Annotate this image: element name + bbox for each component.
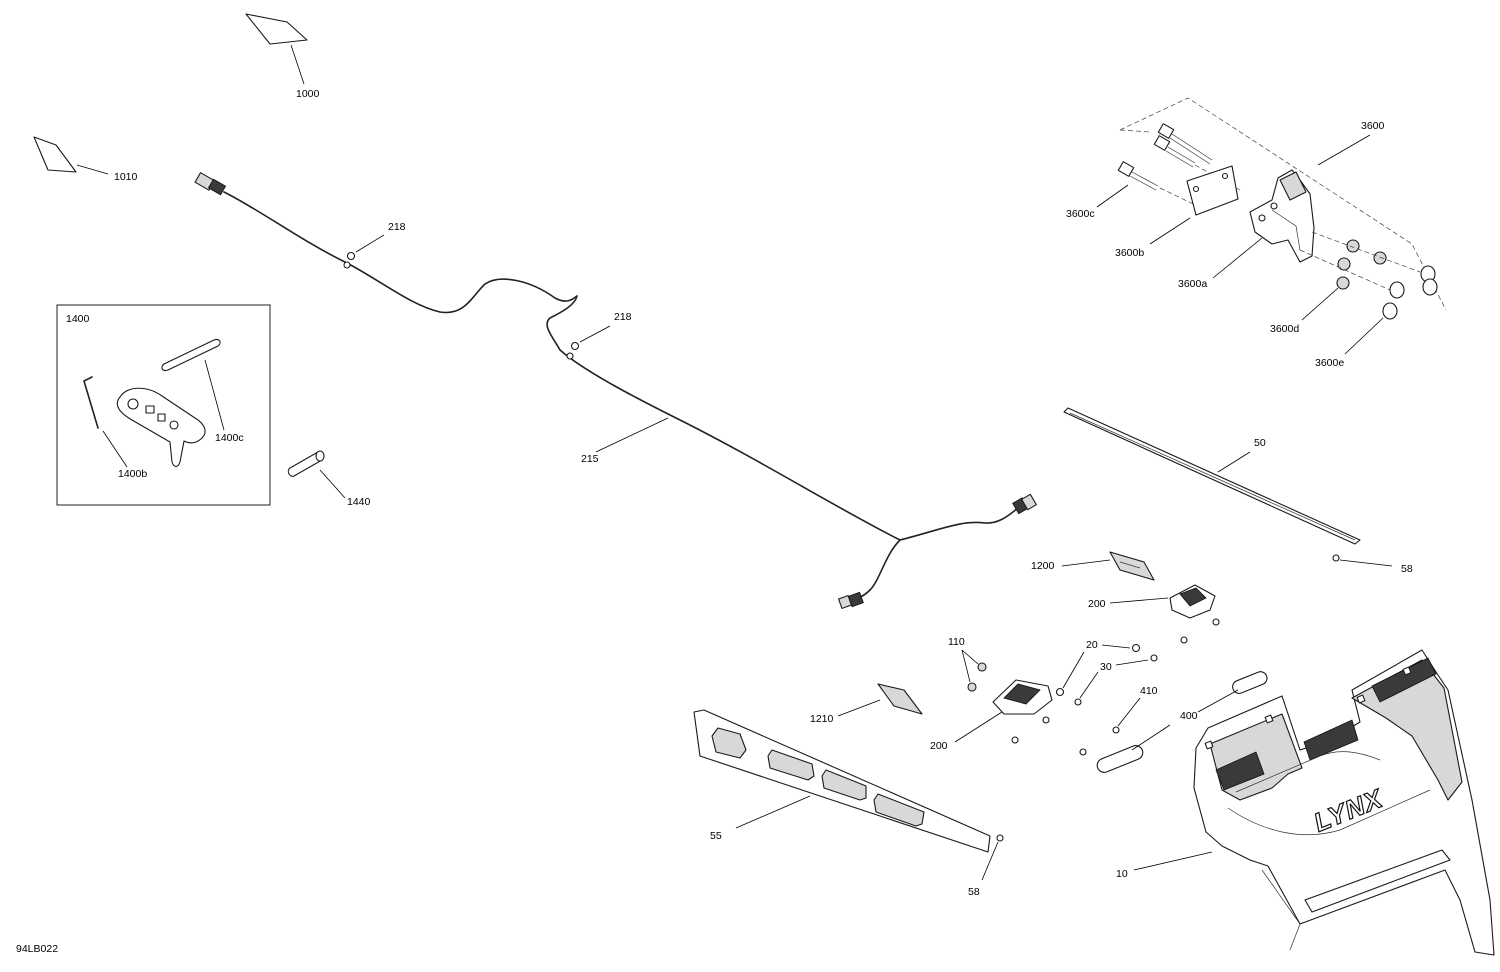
callout-110: 110 xyxy=(948,636,965,648)
part-1400-spanner-wrench[interactable] xyxy=(116,387,206,468)
callout-10: 10 xyxy=(1116,868,1128,880)
callout-1200: 1200 xyxy=(1031,560,1055,572)
callout-55: 55 xyxy=(710,830,722,842)
part-218-clip-lower[interactable] xyxy=(566,341,580,360)
callout-58-upper: 58 xyxy=(1401,563,1413,575)
part-3600b-plate[interactable] xyxy=(1186,165,1239,216)
callout-58-lower: 58 xyxy=(968,886,980,898)
callout-3600e: 3600e xyxy=(1315,357,1344,369)
part-3600e-caps[interactable] xyxy=(1382,265,1438,320)
part-58-screw-lower[interactable] xyxy=(996,834,1004,842)
part-1400b-hex-key[interactable] xyxy=(83,376,99,429)
callout-218-lower: 218 xyxy=(614,311,632,323)
drawing-code: 94LB022 xyxy=(16,943,58,955)
part-20-washers[interactable] xyxy=(1055,643,1141,697)
callout-30: 30 xyxy=(1100,661,1112,673)
callout-1400: 1400 xyxy=(66,313,90,325)
part-218-clip-upper[interactable] xyxy=(343,251,356,269)
part-1440-socket-tool[interactable] xyxy=(287,450,325,477)
tool-kit-frame xyxy=(56,304,271,506)
callout-1400b: 1400b xyxy=(118,468,147,480)
part-50-trim-strip[interactable] xyxy=(1063,407,1361,545)
callout-3600a: 3600a xyxy=(1178,278,1207,290)
part-3600d-nuts[interactable] xyxy=(1336,239,1387,290)
callout-3600d: 3600d xyxy=(1270,323,1299,335)
part-1210-decal[interactable] xyxy=(877,683,923,715)
callout-1400c: 1400c xyxy=(215,432,244,444)
part-1000-decal[interactable] xyxy=(245,13,308,45)
part-110-nuts[interactable] xyxy=(967,662,987,692)
callout-218-upper: 218 xyxy=(388,221,406,233)
part-200-light-lower[interactable] xyxy=(992,679,1053,744)
part-1400c-strap[interactable] xyxy=(161,339,221,371)
part-3600a-hitch-body[interactable] xyxy=(1249,169,1315,263)
callout-3600b: 3600b xyxy=(1115,247,1144,259)
part-1200-decal[interactable] xyxy=(1109,551,1155,581)
callout-215: 215 xyxy=(581,453,599,465)
part-58-screw-upper[interactable] xyxy=(1332,554,1340,562)
callout-1210: 1210 xyxy=(810,713,834,725)
callout-1440: 1440 xyxy=(347,496,371,508)
callout-20: 20 xyxy=(1086,639,1098,651)
callout-200-upper: 200 xyxy=(1088,598,1106,610)
callout-3600c: 3600c xyxy=(1066,208,1095,220)
part-10-rear-bumper[interactable]: LYNX xyxy=(1193,649,1495,956)
callout-400: 400 xyxy=(1180,710,1198,722)
callout-410: 410 xyxy=(1140,685,1158,697)
part-200-light-upper[interactable] xyxy=(1169,584,1220,644)
part-410-screws[interactable] xyxy=(1079,726,1120,756)
part-215-wiring-harness[interactable] xyxy=(194,172,1037,609)
callout-1000: 1000 xyxy=(296,88,320,100)
callout-50: 50 xyxy=(1254,437,1266,449)
callout-3600: 3600 xyxy=(1361,120,1385,132)
callout-200-lower: 200 xyxy=(930,740,948,752)
part-400-reflectors[interactable] xyxy=(1095,670,1269,775)
part-30-screws[interactable] xyxy=(1074,654,1158,706)
callout-labels: 1000 1010 218 218 215 1400 1400b 1400c 1… xyxy=(16,88,1413,955)
part-55-side-panel[interactable] xyxy=(693,709,991,853)
callout-1010: 1010 xyxy=(114,171,138,183)
part-1010-decal[interactable] xyxy=(33,136,77,173)
